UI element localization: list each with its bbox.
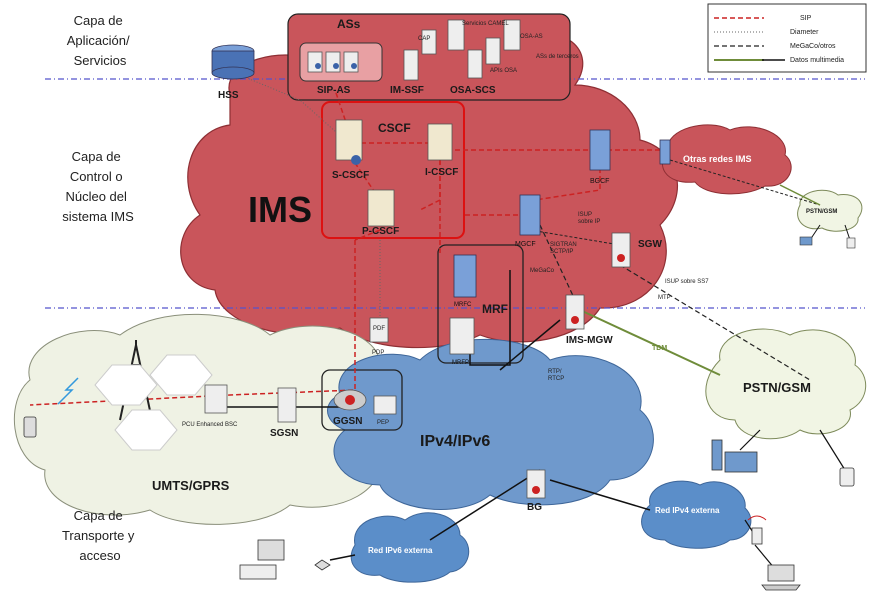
bgcf-server-icon [589,129,611,171]
laptop-icon [761,564,801,591]
otras-redes-cloud [662,124,792,195]
ims-mgw-label: IMS-MGW [566,335,613,346]
hss-database-icon [211,44,255,80]
ass-box-label: ASs [337,17,361,31]
layer-control-label: Capa de Control o Núcleo del sistema IMS [62,149,134,224]
layer-transport-label: Capa de Transporte y acceso [62,508,138,563]
pstn-cloud-label: PSTN/GSM [743,380,811,395]
desk-phone-icon [711,439,758,473]
legend-sip: SIP [800,15,812,22]
ipv4v6-cloud-label: IPv4/IPv6 [420,433,490,450]
i-cscf-label: I-CSCF [425,167,458,178]
sigtran-label: SIGTRAN SCTP/IP [550,242,578,255]
cell-hexagons [94,354,213,451]
sgw-server-icon [611,232,631,268]
megaco-label: MeGaCo [530,268,555,274]
s-cscf-label: S-CSCF [332,170,369,181]
pdf-label: PDF [373,326,385,332]
mrfp-server-icon [449,317,475,355]
sgsn-server-icon [277,387,297,423]
osa-as-label: OSA-AS [520,34,543,40]
pep-device-icon [373,395,397,415]
computer-icon [239,539,285,580]
im-ssf-label: IM-SSF [390,85,424,96]
router-small-icon [314,559,331,571]
s-cscf-server-icon [335,119,363,165]
ims-mgw-server-icon [565,294,585,330]
umts-cloud-label: UMTS/GPRS [152,478,230,493]
isup-ip-label: ISUP sobre IP [578,212,600,225]
mtp-label: MTP [658,295,671,301]
ggsn-label: GGSN [333,416,362,427]
sip-as-servers-icon [307,51,359,73]
camel-label: Servicios CAMEL [462,21,509,27]
cscf-box-label: CSCF [378,121,411,135]
mrf-box [437,244,524,364]
bg-server-icon [526,469,546,499]
pdp-label: PDP [372,350,384,356]
ass-terceros-label: ASs de terceros [536,54,579,60]
bg-label: BG [527,502,542,513]
mrf-box-label: MRF [482,302,508,316]
tdm-label: TDM [652,345,667,352]
pcu-device-icon [204,384,228,414]
pstn-cloud [705,328,867,440]
pstn-small-cloud-label: PSTN/GSM [806,209,837,215]
ggsn-box [321,369,403,431]
ipv6-external-cloud [350,512,470,583]
otras-redes-server-icon [659,139,671,165]
isup-ss7-label: ISUP sobre SS7 [665,279,709,285]
sip-as-label: SIP-AS [317,85,351,96]
mobile-phone-right-icon [839,467,855,487]
layer-app-label: Capa de Aplicación/ Servicios [67,13,134,68]
mrfp-label: MRFP [452,360,469,366]
ims-cloud-label: IMS [248,189,312,230]
ipv6-external-label: Red IPv6 externa [368,546,433,555]
pcu-label: PCU Enhanced BSC [182,422,238,428]
legend: SIP Diameter MeGaCo/otros Datos multimed… [707,3,867,73]
sgw-label: SGW [638,239,662,250]
mgcf-server-icon [519,194,541,236]
apis-osa-label: APIs OSA [490,68,517,74]
sgsn-label: SGSN [270,428,298,439]
legend-megaco: MeGaCo/otros [790,43,836,50]
legend-multimedia: Datos multimedia [790,57,844,64]
ipv4-external-cloud [641,480,752,549]
rtp-rtcp-label: RTP/ RTCP [548,369,564,382]
camel-server-icon [447,19,465,51]
wireless-router-icon [747,515,767,545]
mobile-phone-icon [23,416,37,438]
p-cscf-server-icon [367,189,395,227]
mrfc-label: MRFC [454,302,472,308]
p-cscf-label: P-CSCF [362,226,399,237]
ggsn-router-icon [333,389,367,411]
radio-signal-icon [57,377,79,405]
otras-redes-label: Otras redes IMS [683,154,752,164]
legend-diameter: Diameter [790,29,819,36]
ipv4v6-cloud [327,338,654,510]
cap-label: CAP [418,36,430,42]
i-cscf-server-icon [427,123,453,161]
cscf-box [321,101,465,239]
phone-small-icon [799,236,856,249]
hss-label: HSS [218,90,239,101]
mrfc-server-icon [453,254,477,298]
pdf-server-icon [369,317,389,343]
mgcf-label: MGCF [515,241,536,248]
im-ssf-server-icon [403,29,437,81]
ipv4-external-label: Red IPv4 externa [655,506,720,515]
bgcf-label: BGCF [590,178,609,185]
osa-scs-label: OSA-SCS [450,85,496,96]
pep-label: PEP [377,420,389,426]
osa-scs-server-icon [467,19,521,79]
pstn-small-cloud [797,189,863,232]
